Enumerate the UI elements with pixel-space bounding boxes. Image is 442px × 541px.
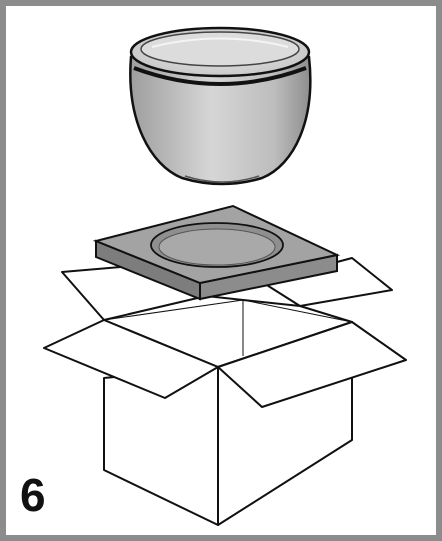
pot-rim-inner xyxy=(141,32,299,66)
bowl-pot xyxy=(130,28,310,184)
step-number: 6 xyxy=(20,472,46,518)
insert-recess-inner xyxy=(159,229,275,265)
